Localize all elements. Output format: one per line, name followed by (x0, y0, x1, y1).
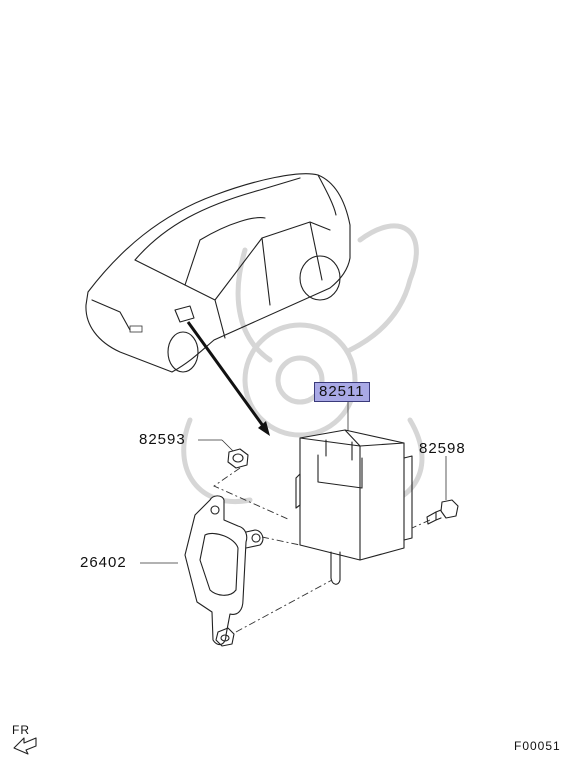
ecu-module (295, 429, 413, 585)
front-direction-icon (13, 737, 37, 755)
location-arrow (186, 321, 270, 436)
callout-82511: 82511 (314, 382, 370, 402)
figure-code: F00051 (514, 739, 561, 753)
bracket-26402 (184, 495, 264, 647)
callout-82593: 82593 (139, 431, 186, 448)
callout-26402: 26402 (80, 554, 127, 571)
front-marker-label: FR (12, 723, 30, 737)
vehicle-outline (85, 173, 351, 373)
assembly-lines (213, 467, 431, 633)
callout-82598: 82598 (419, 440, 466, 457)
bolt-82598 (426, 499, 459, 525)
nut-82593 (227, 448, 249, 469)
watermark-emblem (181, 223, 425, 508)
